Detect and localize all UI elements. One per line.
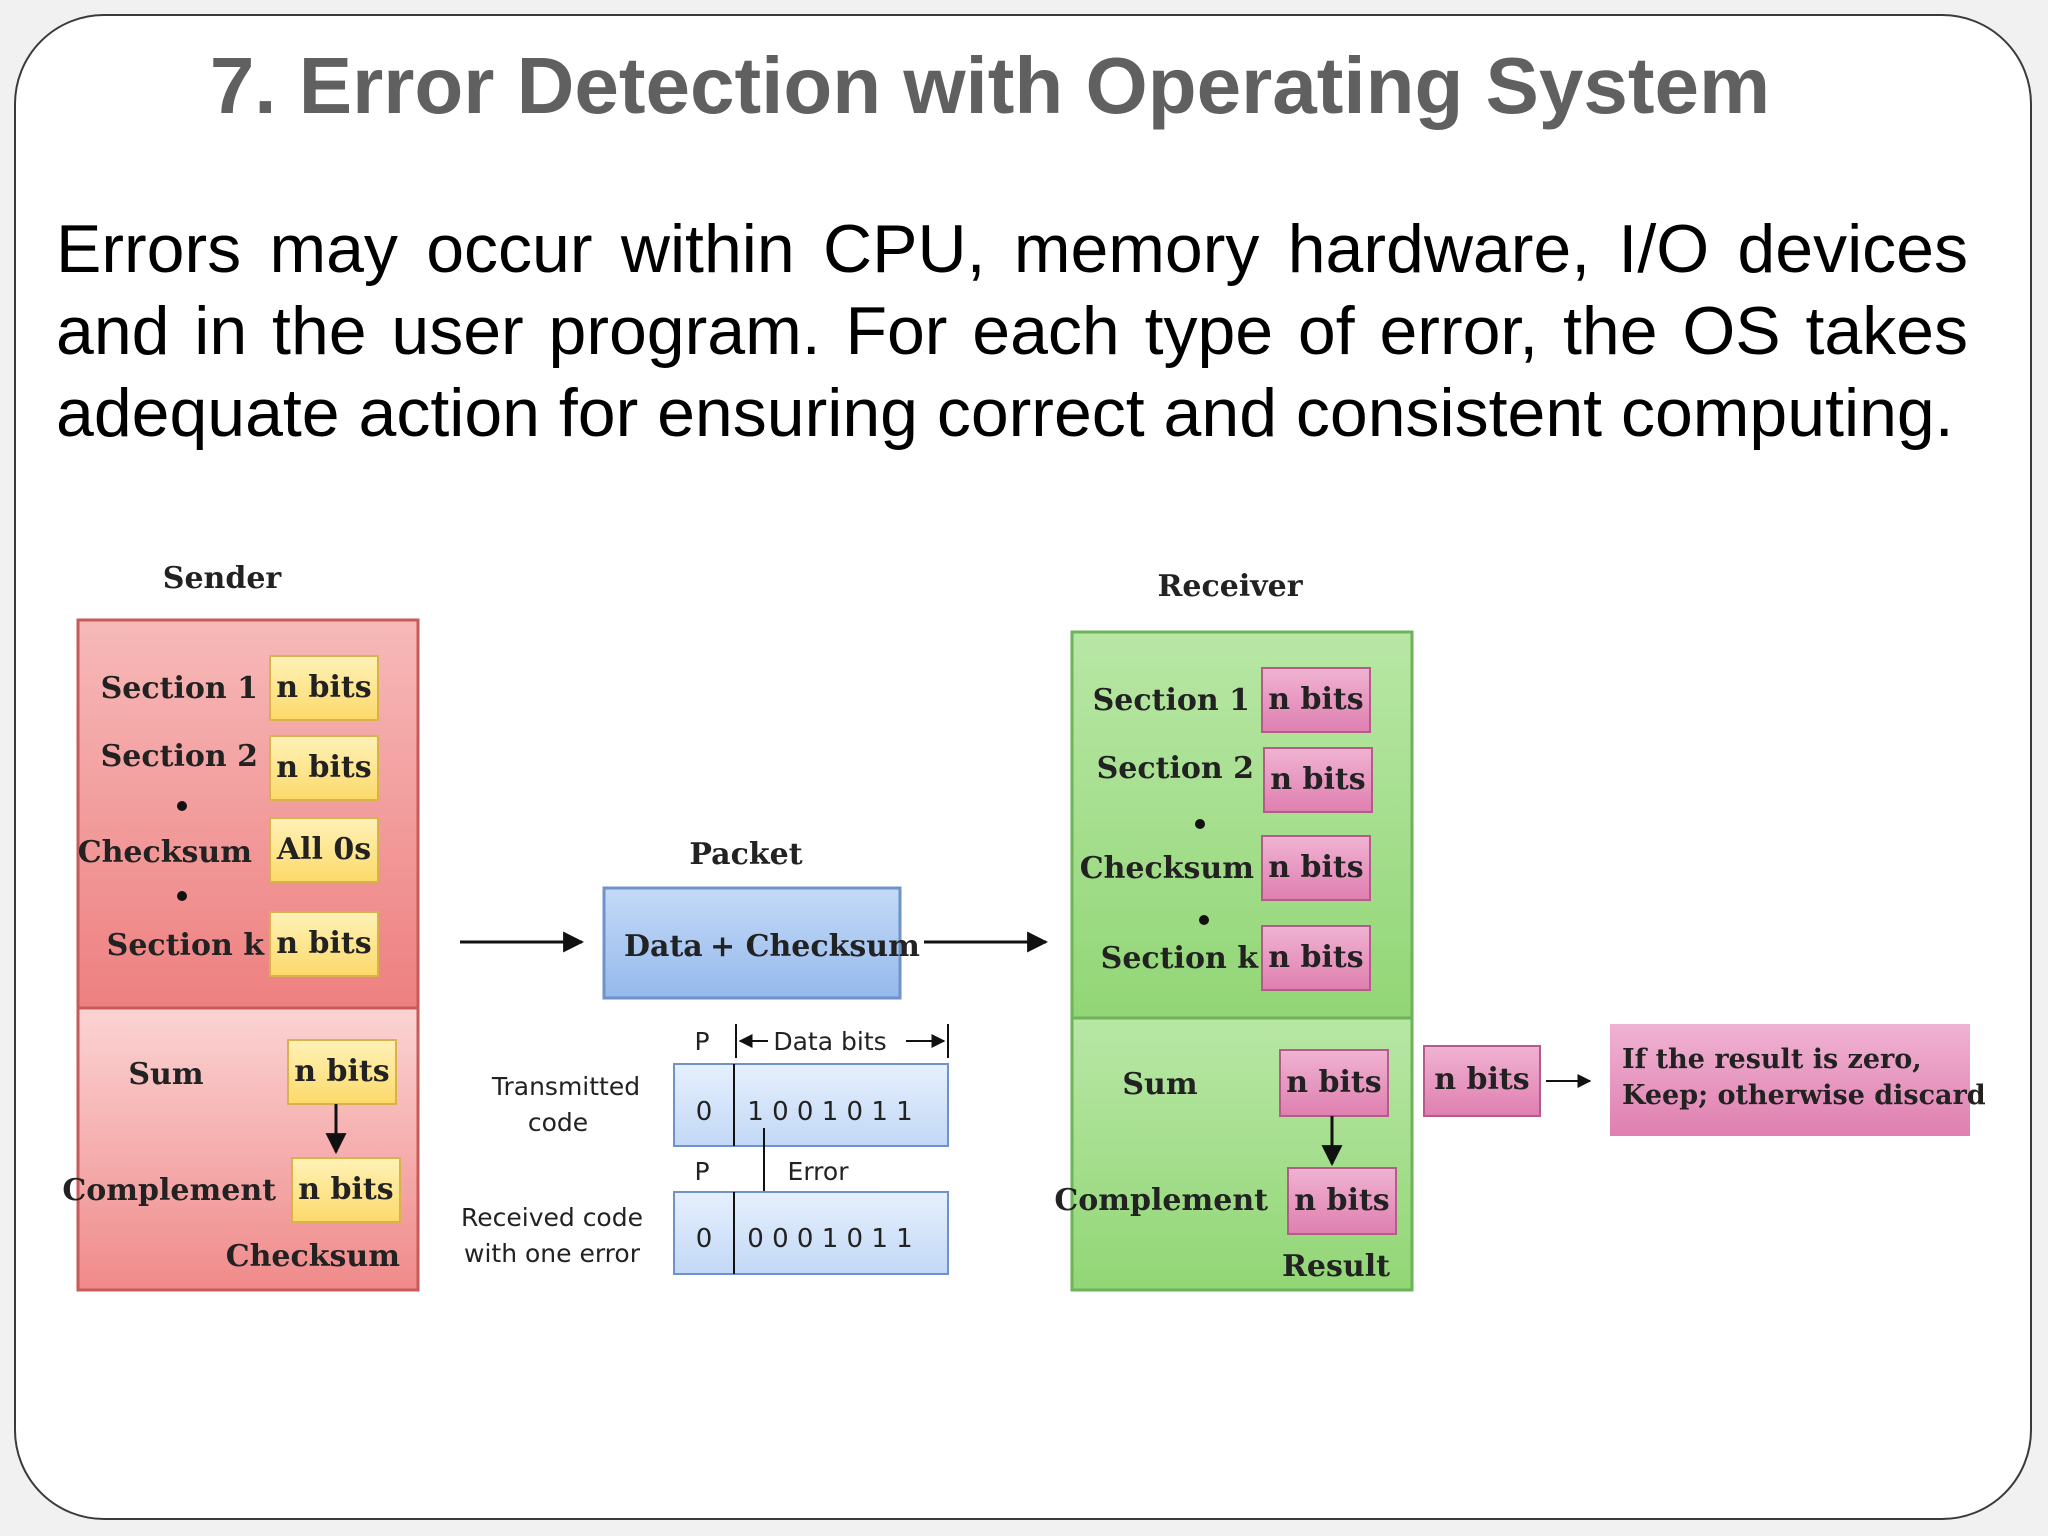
result-note-line1: If the result is zero,	[1622, 1044, 1922, 1075]
receiver-row-value: n bits	[1268, 682, 1363, 717]
received-label-line1: Received code	[461, 1203, 643, 1232]
sender-row-value-box	[269, 735, 379, 801]
sender-footer-label: Checksum	[226, 1239, 401, 1274]
receiver-label: Receiver	[1157, 569, 1303, 604]
sender-complement-value-box	[291, 1157, 401, 1223]
sender-sum-value: n bits	[294, 1054, 389, 1089]
receiver-row-label: Section 2	[1097, 751, 1254, 786]
result-value: n bits	[1434, 1062, 1529, 1097]
slide-title: 7. Error Detection with Operating System	[209, 41, 1771, 130]
ellipsis-dot	[177, 801, 187, 811]
receiver-row-label: Section k	[1101, 941, 1260, 976]
received-data-bits: 0 0 0 1 0 1 1	[747, 1224, 912, 1254]
sender-row-label: Checksum	[78, 835, 253, 870]
sender-sum-value-box	[287, 1039, 397, 1105]
packet-checksum-text: + Checksum	[710, 929, 920, 964]
received-label-line2: with one error	[464, 1239, 641, 1268]
receiver-row-value: n bits	[1268, 940, 1363, 975]
sender-row-value: n bits	[276, 670, 371, 705]
receiver-row-label: Section 1	[1093, 683, 1250, 718]
receiver-row-value: n bits	[1270, 762, 1365, 797]
receiver-sum-label: Sum	[1122, 1067, 1197, 1102]
data-bits-label: Data bits	[773, 1027, 886, 1056]
ellipsis-dot	[177, 891, 187, 901]
parity-header-label-2: P	[694, 1157, 709, 1186]
sender-row-value: All 0s	[276, 832, 371, 867]
receiver-complement-value-box	[1287, 1167, 1397, 1235]
sender-complement-label: Complement	[62, 1173, 276, 1208]
slide-body-text: Errors may occur within CPU, memory hard…	[56, 211, 1968, 451]
parity-header-label: P	[694, 1027, 709, 1056]
result-note-box	[1610, 1024, 1970, 1136]
sender-row-value: n bits	[276, 750, 371, 785]
receiver-row-value-box	[1261, 667, 1371, 733]
sender-sum-label: Sum	[128, 1057, 203, 1092]
receiver-row-value-box	[1261, 925, 1371, 991]
result-value-box	[1423, 1045, 1541, 1117]
sender-label: Sender	[163, 561, 283, 596]
result-note-line2: Keep; otherwise discard	[1622, 1080, 1986, 1111]
receiver-row-value-box	[1261, 835, 1371, 901]
transmitted-label-line1: Transmitted	[491, 1072, 640, 1101]
receiver-sum-value: n bits	[1286, 1065, 1381, 1100]
receiver-row-value-box	[1263, 747, 1373, 813]
sender-row-label: Section k	[107, 928, 266, 963]
packet-label: Packet	[689, 837, 802, 872]
transmitted-parity-bit: 0	[696, 1097, 713, 1127]
receiver-footer-label: Result	[1282, 1249, 1390, 1284]
sender-row-value: n bits	[276, 926, 371, 961]
sender-row-label: Section 2	[101, 739, 258, 774]
received-parity-bit: 0	[696, 1224, 713, 1254]
sender-row-label: Section 1	[101, 671, 258, 706]
ellipsis-dot	[1199, 915, 1209, 925]
error-label: Error	[788, 1157, 850, 1186]
receiver-complement-label: Complement	[1054, 1183, 1268, 1218]
received-code-box	[673, 1191, 949, 1275]
sender-row-value-box	[269, 817, 379, 883]
sender-complement-value: n bits	[298, 1172, 393, 1207]
packet-box	[602, 886, 902, 1000]
ellipsis-dot	[1195, 819, 1205, 829]
transmitted-label-line2: code	[528, 1108, 588, 1137]
receiver-sum-value-box	[1279, 1049, 1389, 1117]
sender-row-value-box	[269, 655, 379, 721]
transmitted-code-box	[673, 1063, 949, 1147]
sender-row-value-box	[269, 911, 379, 977]
packet-data-text: Data	[624, 929, 703, 964]
receiver-complement-value: n bits	[1294, 1183, 1389, 1218]
receiver-row-value: n bits	[1268, 850, 1363, 885]
receiver-row-label: Checksum	[1080, 851, 1255, 886]
transmitted-data-bits: 1 0 0 1 0 1 1	[747, 1097, 912, 1127]
